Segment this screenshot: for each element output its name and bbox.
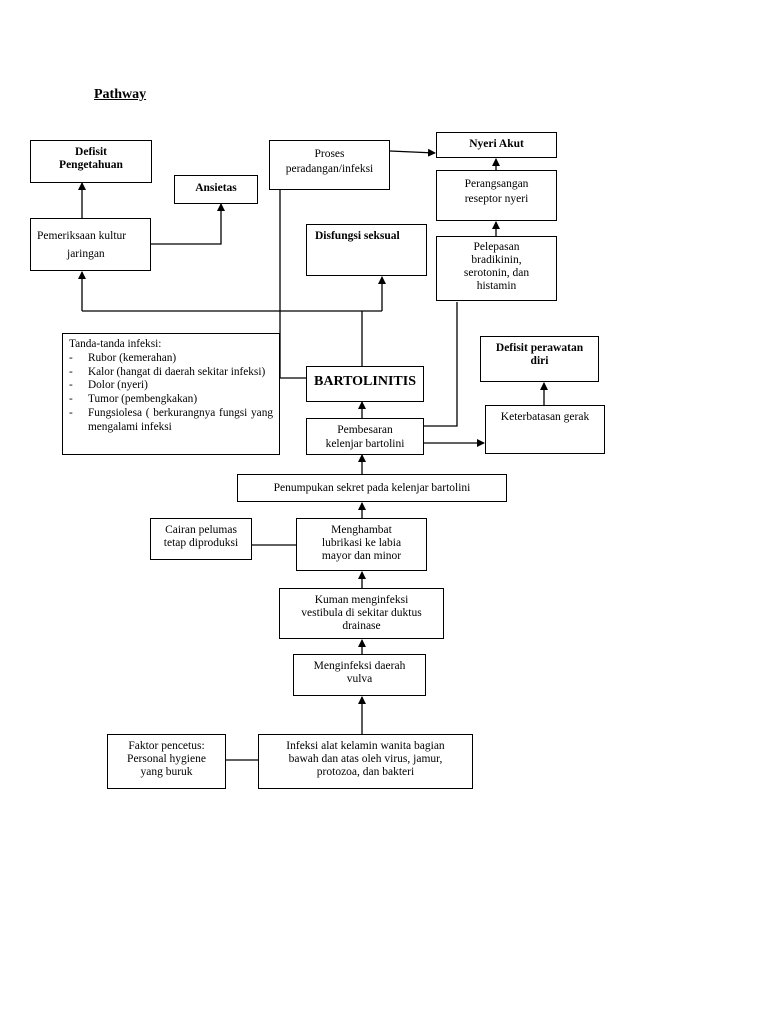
node-kuman-line2: vestibula di sekitar duktus (301, 607, 422, 619)
node-infeksi-line1: Infeksi alat kelamin wanita bagian (286, 740, 445, 752)
node-infeksi-alat-kelamin: Infeksi alat kelamin wanita bagian bawah… (258, 734, 473, 789)
node-pelepasan-line3: serotonin, dan (463, 267, 530, 279)
node-cairan-line1: Cairan pelumas (165, 524, 237, 536)
tanda-item-kalor: Kalor (hangat di daerah sekitar infeksi) (69, 366, 273, 380)
node-perangsangan-line2: reseptor nyeri (464, 193, 529, 205)
node-ansietas-label: Ansietas (195, 182, 237, 194)
node-pelepasan: Pelepasan bradikinin, serotonin, dan his… (436, 236, 557, 301)
node-defisit-perawatan-line1: Defisit perawatan (495, 342, 584, 354)
tanda-infeksi-list: Rubor (kemerahan) Kalor (hangat di daera… (69, 352, 273, 435)
line-pembesaran-to-pelepasan (424, 302, 458, 427)
node-pembesaran: Pembesaran kelenjar bartolini (306, 418, 424, 455)
node-pemeriksaan-line2: jaringan (67, 248, 105, 260)
node-menghambat-line3: mayor dan minor (321, 550, 402, 562)
node-pemeriksaan-kultur: Pemeriksaan kultur jaringan (30, 218, 151, 271)
node-proses-peradangan: Proses peradangan/infeksi (269, 140, 390, 190)
node-menghambat-line1: Menghambat (331, 524, 392, 536)
node-menghambat-lubrikasi: Menghambat lubrikasi ke labia mayor dan … (296, 518, 427, 571)
node-defisit-pengetahuan: Defisit Pengetahuan (30, 140, 152, 183)
node-faktor-pencetus: Faktor pencetus: Personal hygiene yang b… (107, 734, 226, 789)
node-perangsangan-line1: Perangsangan (464, 178, 529, 190)
node-kuman-menginfeksi: Kuman menginfeksi vestibula di sekitar d… (279, 588, 444, 639)
node-pelepasan-line4: histamin (476, 280, 517, 292)
node-defisit-pengetahuan-line1: Defisit (75, 146, 107, 158)
node-pembesaran-line2: kelenjar bartolini (325, 438, 405, 450)
line-bartolinitis-to-proses (279, 190, 306, 379)
node-infeksi-line2: bawah dan atas oleh virus, jamur, (288, 753, 443, 765)
node-kuman-line3: drainase (342, 620, 381, 632)
node-keterbatasan-gerak: Keterbatasan gerak (485, 405, 605, 454)
node-proses-line2: peradangan/infeksi (285, 163, 374, 175)
node-disfungsi-seksual: Disfungsi seksual (306, 224, 427, 276)
tanda-item-dolor: Dolor (nyeri) (69, 379, 273, 393)
node-menginfeksi-vulva: Menginfeksi daerah vulva (293, 654, 426, 696)
node-pemeriksaan-line1: Pemeriksaan kultur (37, 230, 127, 242)
node-defisit-perawatan: Defisit perawatan diri (480, 336, 599, 382)
node-defisit-perawatan-line2: diri (530, 355, 549, 367)
node-menginfeksi-line1: Menginfeksi daerah (313, 660, 406, 672)
node-ansietas: Ansietas (174, 175, 258, 204)
node-faktor-line3: yang buruk (140, 766, 193, 778)
node-infeksi-line3: protozoa, dan bakteri (316, 766, 415, 778)
node-nyeri-akut: Nyeri Akut (436, 132, 557, 158)
node-faktor-line2: Personal hygiene (127, 753, 206, 765)
tanda-item-rubor: Rubor (kemerahan) (69, 352, 273, 366)
node-nyeri-akut-label: Nyeri Akut (469, 138, 524, 150)
node-menginfeksi-line2: vulva (346, 673, 373, 685)
node-kuman-line1: Kuman menginfeksi (314, 594, 409, 606)
arrow-pemeriksaan-to-ansietas (151, 203, 225, 245)
node-pelepasan-line2: bradikinin, (471, 254, 522, 266)
node-penumpukan-label: Penumpukan sekret pada kelenjar bartolin… (273, 482, 471, 494)
node-bartolinitis: BARTOLINITIS (306, 366, 424, 402)
page-title: Pathway (94, 87, 147, 102)
node-menghambat-line2: lubrikasi ke labia (321, 537, 402, 549)
tanda-item-tumor: Tumor (pembengkakan) (69, 393, 273, 407)
node-defisit-pengetahuan-line2: Pengetahuan (59, 159, 123, 171)
node-perangsangan: Perangsangan reseptor nyeri (436, 170, 557, 221)
node-penumpukan-sekret: Penumpukan sekret pada kelenjar bartolin… (237, 474, 507, 502)
tanda-infeksi-heading: Tanda-tanda infeksi: (69, 338, 162, 350)
arrow-proses-to-nyeri (389, 148, 436, 157)
node-keterbatasan-label: Keterbatasan gerak (500, 411, 590, 423)
node-bartolinitis-label: BARTOLINITIS (314, 374, 416, 389)
node-pelepasan-line1: Pelepasan (473, 241, 520, 253)
node-faktor-line1: Faktor pencetus: (128, 740, 205, 752)
node-pembesaran-line1: Pembesaran (337, 424, 393, 436)
node-tanda-infeksi: Tanda-tanda infeksi: Rubor (kemerahan) K… (62, 333, 280, 455)
tanda-item-fungsiolesa: Fungsiolesa ( berkurangnya fungsi yang m… (69, 407, 273, 435)
node-cairan-line2: tetap diproduksi (163, 537, 239, 549)
node-disfungsi-label: Disfungsi seksual (315, 230, 400, 242)
node-proses-line1: Proses (314, 148, 345, 160)
node-cairan-pelumas: Cairan pelumas tetap diproduksi (150, 518, 252, 560)
